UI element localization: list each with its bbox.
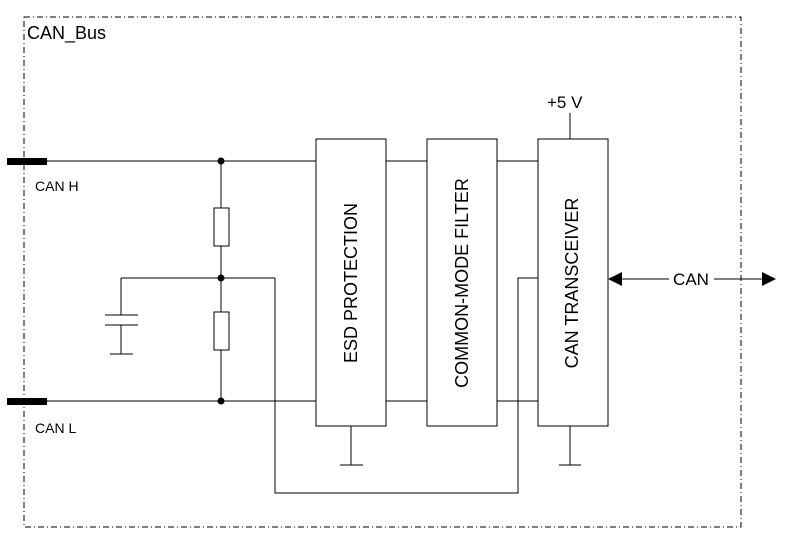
can-transceiver-block: [537, 138, 609, 427]
junction-can-h: [217, 157, 225, 165]
supply-label: +5 V: [547, 93, 583, 112]
can-output-label: CAN: [673, 270, 709, 289]
junction-midpoint: [217, 274, 225, 282]
can-arrow-left-icon: [608, 272, 622, 286]
esd-protection-block: [315, 138, 387, 427]
common-mode-filter-label: COMMON-MODE FILTER: [452, 178, 472, 388]
can-h-connector: [7, 158, 47, 165]
can-h-label: CAN H: [35, 178, 79, 194]
junction-can-l: [217, 397, 225, 405]
termination-resistor-upper: [213, 207, 230, 247]
can-arrow-right-icon: [762, 272, 776, 286]
can-l-connector: [7, 398, 47, 405]
termination-resistor-lower: [213, 311, 230, 351]
can-bus-frame: [23, 16, 742, 528]
common-mode-filter-block: [426, 138, 498, 427]
frame-label: CAN_Bus: [27, 23, 106, 44]
split-wire: [274, 277, 538, 494]
can-l-label: CAN L: [35, 420, 76, 436]
can-transceiver-label: CAN TRANSCEIVER: [562, 198, 582, 369]
esd-protection-label: ESD PROTECTION: [341, 203, 361, 363]
